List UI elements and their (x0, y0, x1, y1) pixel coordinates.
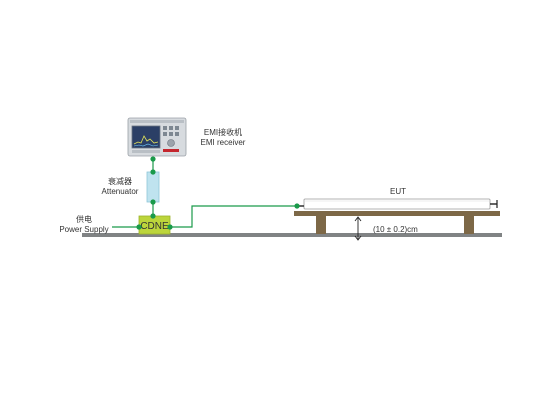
receiver-label-cn: EMI接收机 (204, 127, 242, 137)
emi-receiver-icon (127, 117, 187, 157)
attenuator-bottom-dot (150, 199, 156, 205)
cdne-label: CDNE (140, 221, 169, 232)
power-supply-label-cn: 供电 (76, 214, 92, 224)
attenuator-label-cn: 衰减器 (108, 176, 132, 186)
receiver-label-en: EMI receiver (201, 138, 246, 147)
receiver-port-dot (150, 156, 156, 162)
attenuator-top-dot (150, 169, 156, 175)
cdne-top-dot (150, 213, 156, 219)
cdne-left-dot (136, 224, 142, 230)
attenuator-label-en: Attenuator (102, 187, 139, 196)
table-leg-left (316, 216, 326, 234)
height-arrow-icon (354, 216, 362, 241)
table-top (294, 211, 500, 216)
eut-label: EUT (390, 187, 406, 196)
table-height-label: (10 ± 0.2)cm (373, 225, 418, 234)
eut-cable (297, 198, 498, 210)
power-supply-label-en: Power Supply (59, 225, 108, 234)
ground-plane (82, 233, 502, 237)
eut-connection-dot (294, 203, 300, 209)
cdne-right-dot (167, 224, 173, 230)
table-leg-right (464, 216, 474, 234)
attenuator-icon (146, 171, 160, 203)
eut-table (294, 211, 500, 234)
